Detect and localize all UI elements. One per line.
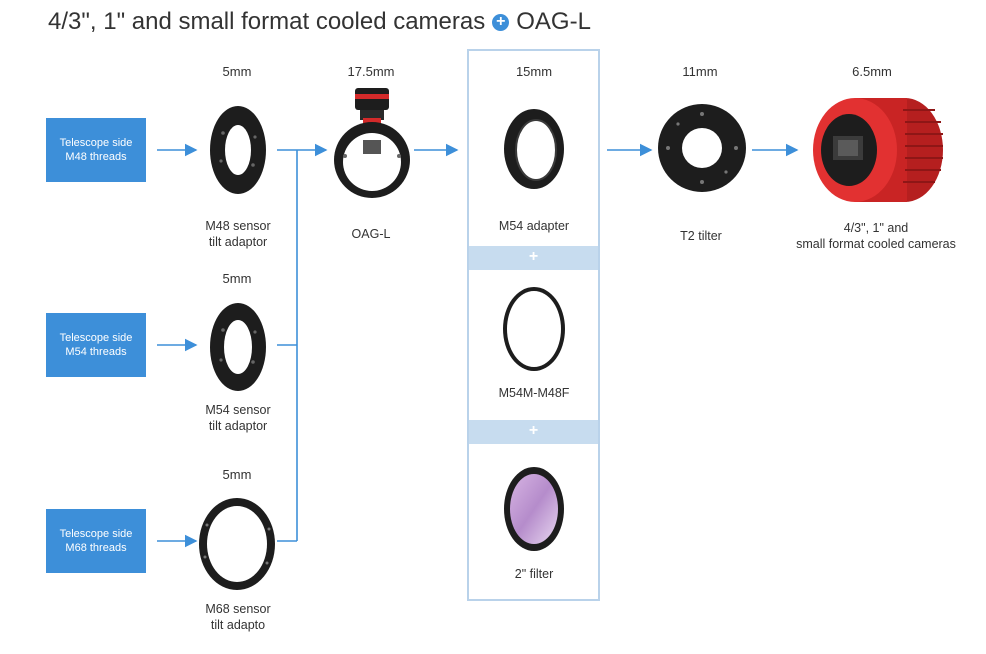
adaptor-m54-label: M54 sensor tilt adaptor bbox=[178, 402, 298, 434]
plus-band-1: + bbox=[469, 246, 598, 270]
label-line2: tilt adaptor bbox=[178, 234, 298, 250]
tilter-mm: 11mm bbox=[655, 64, 745, 79]
adaptor-m68-label: M68 sensor tilt adapto bbox=[178, 601, 298, 633]
m54-adapter-label: M54 adapter bbox=[473, 218, 595, 234]
adaptor-m68-mm: 5mm bbox=[192, 467, 282, 482]
label-line1: M48 sensor bbox=[178, 218, 298, 234]
oag-label: OAG-L bbox=[311, 226, 431, 242]
telescope-line1: Telescope side bbox=[46, 527, 146, 541]
label-line2: small format cooled cameras bbox=[776, 236, 976, 252]
filter-2inch-icon bbox=[497, 462, 571, 556]
m54m-m48f-ring-icon bbox=[497, 282, 571, 376]
plus-band-2: + bbox=[469, 420, 598, 444]
label-line2: tilt adaptor bbox=[178, 418, 298, 434]
adaptor-m48-mm: 5mm bbox=[192, 64, 282, 79]
telescope-line2: M68 threads bbox=[46, 541, 146, 555]
m54m-m48f-label: M54M-M48F bbox=[473, 385, 595, 401]
m68-adaptor-ring-icon bbox=[195, 495, 279, 593]
middle-mm: 15mm bbox=[489, 64, 579, 79]
label-line2: tilt adapto bbox=[178, 617, 298, 633]
cooled-camera-icon bbox=[803, 90, 949, 208]
m54-adaptor-ring-icon bbox=[203, 300, 273, 394]
t2-tilter-icon bbox=[654, 98, 750, 198]
oag-l-icon bbox=[327, 86, 417, 204]
adaptor-m54-mm: 5mm bbox=[192, 271, 282, 286]
oag-mm: 17.5mm bbox=[326, 64, 416, 79]
telescope-box-m68: Telescope side M68 threads bbox=[46, 509, 146, 573]
telescope-line1: Telescope side bbox=[46, 331, 146, 345]
telescope-box-m48: Telescope side M48 threads bbox=[46, 118, 146, 182]
label-line1: M68 sensor bbox=[178, 601, 298, 617]
tilter-label: T2 tilter bbox=[640, 228, 762, 244]
adaptor-m48-label: M48 sensor tilt adaptor bbox=[178, 218, 298, 250]
m48-adaptor-ring-icon bbox=[203, 103, 273, 197]
camera-label: 4/3", 1" and small format cooled cameras bbox=[776, 220, 976, 252]
telescope-line2: M48 threads bbox=[46, 150, 146, 164]
label-line1: 4/3", 1" and bbox=[776, 220, 976, 236]
camera-mm: 6.5mm bbox=[827, 64, 917, 79]
label-line1: M54 sensor bbox=[178, 402, 298, 418]
telescope-box-m54: Telescope side M54 threads bbox=[46, 313, 146, 377]
m54-adapter-tube-icon bbox=[497, 102, 571, 196]
filter-label: 2" filter bbox=[473, 566, 595, 582]
telescope-line2: M54 threads bbox=[46, 345, 146, 359]
telescope-line1: Telescope side bbox=[46, 136, 146, 150]
